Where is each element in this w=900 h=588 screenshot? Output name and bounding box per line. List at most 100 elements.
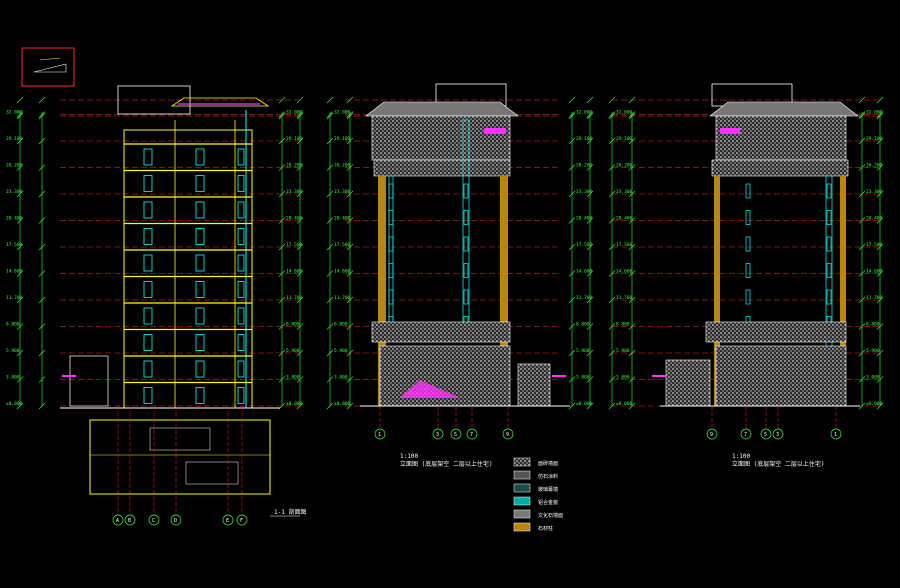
level-label: 8.800 — [616, 322, 630, 328]
legend-swatch — [513, 522, 531, 532]
dimension-tick — [346, 112, 354, 120]
dimension-tick — [858, 112, 866, 120]
section-window — [237, 148, 245, 166]
dimension-tick — [38, 164, 46, 171]
level-label: 32.000 — [616, 110, 633, 116]
level-label: 23.300 — [6, 189, 23, 195]
level-label: 26.200 — [334, 163, 351, 169]
dimension-tick — [16, 323, 24, 330]
axis-label: 7 — [744, 432, 747, 438]
dimension-tick — [16, 96, 24, 104]
dimension-tick — [608, 164, 616, 171]
dimension-tick — [326, 112, 334, 120]
section-window — [143, 148, 153, 166]
dimension-tick — [858, 243, 866, 251]
section-window — [237, 175, 245, 192]
elevation-window — [463, 289, 469, 305]
dimension-tick — [38, 349, 46, 357]
dimension-tick — [38, 217, 46, 224]
dimension-tick — [608, 137, 616, 145]
dimension-tick — [586, 270, 594, 277]
dimension-tick — [326, 376, 334, 383]
dimension-tick — [628, 402, 636, 410]
dimension-tick — [296, 376, 304, 383]
level-label: 3.000 — [6, 375, 20, 381]
dimension-tick — [296, 296, 304, 304]
level-label: 32.000 — [866, 110, 883, 116]
dimension-tick — [296, 96, 304, 104]
dimension-tick — [296, 323, 304, 330]
dimension-tick — [296, 137, 304, 145]
dimension-tick — [858, 349, 866, 357]
elevation-window — [826, 183, 832, 199]
dimension-tick — [296, 190, 304, 198]
dimension-tick — [278, 96, 286, 104]
dimension-tick — [586, 296, 594, 304]
dimension-tick — [38, 402, 46, 410]
dimension-tick — [16, 270, 24, 277]
dimension-tick — [568, 270, 576, 277]
axis-label: 5 — [764, 432, 767, 438]
dimension-tick — [278, 323, 286, 330]
dimension-tick — [326, 111, 334, 118]
level-label: 5.900 — [286, 348, 300, 354]
dimension-tick — [586, 323, 594, 330]
axis-label: 3 — [436, 432, 439, 438]
dimension-tick — [608, 190, 616, 198]
dimension-tick — [876, 270, 884, 277]
dimension-tick — [858, 270, 866, 277]
elevation-window — [463, 236, 469, 252]
axis-bubble — [170, 514, 182, 526]
elevation-window — [745, 289, 751, 305]
elevation-window — [388, 210, 394, 225]
dimension-tick — [38, 112, 46, 120]
level-label: 29.100 — [286, 136, 303, 142]
dimension-tick — [568, 111, 576, 118]
level-label: 26.200 — [866, 163, 883, 169]
dimension-tick — [608, 270, 616, 277]
level-label: 3.000 — [866, 375, 880, 381]
dimension-tick — [326, 164, 334, 171]
elevation-1-caption: 立面图 (底层架空 二层以上住宅) — [400, 460, 492, 468]
legend-swatch — [513, 509, 531, 519]
level-label: 14.600 — [286, 269, 303, 275]
level-label: 11.700 — [6, 295, 23, 301]
axis-label: A — [116, 518, 119, 524]
level-label: 20.400 — [866, 216, 883, 222]
level-label: 3.000 — [334, 375, 348, 381]
dimension-tick — [586, 137, 594, 145]
dimension-tick — [346, 243, 354, 251]
level-label: 26.200 — [576, 163, 593, 169]
dimension-tick — [16, 243, 24, 251]
dimension-tick — [628, 112, 636, 120]
dimension-tick — [586, 217, 594, 224]
section-window — [143, 254, 153, 272]
legend-swatch — [513, 470, 531, 480]
dimension-tick — [858, 402, 866, 410]
dimension-tick — [568, 96, 576, 104]
level-label: 11.700 — [616, 295, 633, 301]
section-window — [143, 360, 153, 378]
level-label: 3.000 — [576, 375, 590, 381]
dimension-tick — [876, 190, 884, 198]
dimension-tick — [858, 376, 866, 383]
dimension-tick — [628, 217, 636, 224]
axis-label: B — [128, 518, 131, 524]
level-label: ±0.000 — [334, 401, 351, 407]
dimension-tick — [586, 96, 594, 104]
legend-label: 仿石涂料 — [538, 473, 558, 480]
dimension-tick — [278, 190, 286, 198]
axis-bubble — [830, 428, 842, 440]
level-label: 11.700 — [334, 295, 351, 301]
level-label: 32.000 — [334, 110, 351, 116]
dimension-tick — [568, 323, 576, 330]
key-plan-box — [21, 47, 75, 87]
dimension-tick — [628, 376, 636, 383]
dimension-tick — [296, 243, 304, 251]
dimension-tick — [858, 164, 866, 171]
dimension-tick — [608, 296, 616, 304]
